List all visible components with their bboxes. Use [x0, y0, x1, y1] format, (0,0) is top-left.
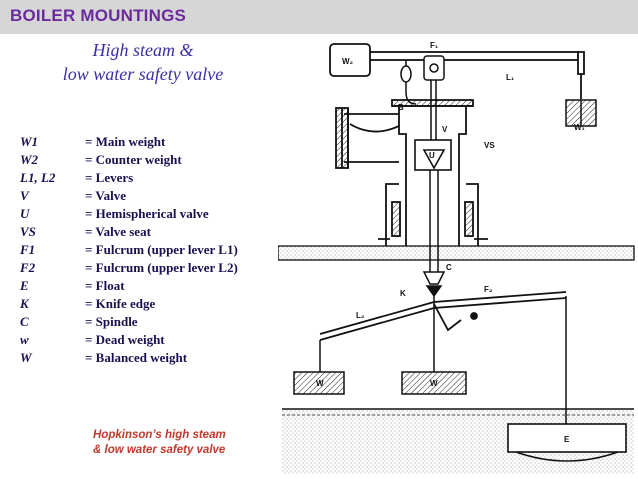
header-title: BOILER MOUNTINGS — [10, 6, 187, 25]
legend-symbol: K — [20, 296, 29, 311]
legend-definition: = Main weight — [85, 134, 166, 149]
subtitle-line-1: High steam & — [92, 40, 194, 60]
label-c: C — [446, 263, 452, 272]
legend-definition: = Counter weight — [85, 152, 182, 167]
legend-definition: = Float — [85, 278, 125, 293]
subtitle-line-2: low water safety valve — [62, 64, 224, 84]
caption-line-2: & low water safety valve — [93, 444, 226, 456]
label-w-mid: W — [430, 379, 438, 388]
legend-definition: = Spindle — [85, 314, 138, 329]
legend-definition: = Hemispherical valve — [85, 206, 209, 221]
legend-definition: = Dead weight — [85, 332, 165, 347]
legend-definition: = Fulcrum (upper lever L1) — [85, 242, 238, 257]
legend-definition: = Fulcrum (upper lever L2) — [85, 260, 238, 275]
slide-subtitle: High steam & low water safety valve — [12, 38, 274, 86]
legend-definition: = Balanced weight — [85, 350, 188, 365]
legend-symbol: C — [20, 314, 29, 329]
legend-symbol: W1 — [20, 134, 39, 149]
legend-symbol: F2 — [20, 260, 36, 275]
legend-definition: = Knife edge — [85, 296, 156, 311]
label-l2: L₂ — [356, 311, 365, 320]
label-f1: F₁ — [430, 41, 439, 50]
label-w1: W₁ — [574, 123, 586, 132]
dead-weight-mid — [401, 296, 467, 395]
fulcrum-f1 — [423, 55, 445, 81]
valve-chest-body — [378, 99, 488, 246]
legend-symbol: w — [20, 332, 29, 347]
legend-symbol: E — [20, 278, 29, 293]
label-w2: W₂ — [342, 57, 354, 66]
counter-weight-w2 — [329, 43, 371, 77]
label-e: E — [564, 435, 570, 444]
valve-seat — [414, 139, 452, 171]
legend-symbol: VS — [20, 224, 36, 239]
figure-caption: Hopkinson’s high steam & low water safet… — [93, 428, 226, 458]
float-e — [507, 423, 627, 462]
caption-line-1: Hopkinson’s high steam — [93, 429, 226, 441]
label-u: U — [429, 151, 435, 160]
legend-symbol: V — [20, 188, 29, 203]
bracket-b — [400, 60, 417, 105]
label-l1: L₁ — [506, 73, 515, 82]
legend-symbol: W2 — [20, 152, 39, 167]
label-v: V — [442, 125, 448, 134]
legend-symbol: U — [20, 206, 30, 221]
header-bar: BOILER MOUNTINGS — [0, 0, 638, 34]
safety-valve-diagram: W₂ W₁ F₁ L₁ B V VS U C K F₂ L₂ W W E — [278, 41, 635, 474]
boiler-shell-plate — [278, 245, 635, 261]
legend-symbol: W — [20, 350, 32, 365]
legend-symbol: L1, L2 — [20, 170, 56, 185]
label-w-left: W — [316, 379, 324, 388]
spindle — [422, 74, 446, 298]
legend-definition: = Valve — [85, 188, 126, 203]
legend-definition: = Levers — [85, 170, 134, 185]
label-k: K — [400, 289, 406, 298]
label-vs: VS — [484, 141, 495, 150]
upper-lever-l1 — [357, 51, 585, 99]
label-b: B — [398, 103, 404, 112]
label-f2: F₂ — [484, 285, 493, 294]
legend-symbol: F1 — [20, 242, 36, 257]
main-weight-w1 — [565, 99, 597, 127]
legend-definition: = Valve seat — [85, 224, 151, 239]
steam-outlet-pipe — [335, 107, 400, 169]
dead-weight-left — [293, 340, 345, 395]
